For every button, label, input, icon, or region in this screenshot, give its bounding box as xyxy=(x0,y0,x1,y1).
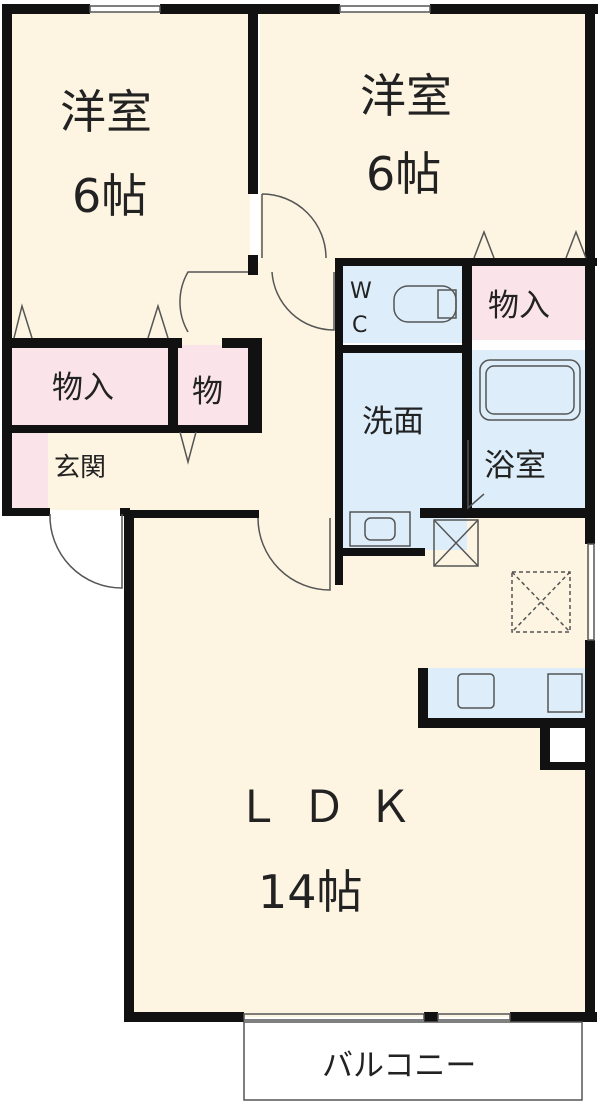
door-wc xyxy=(271,271,335,331)
door-west-left xyxy=(179,271,248,333)
entrance-label: 玄関 xyxy=(54,453,106,483)
balcony-outline xyxy=(243,1021,583,1101)
door-wash xyxy=(467,440,485,510)
window-top-left xyxy=(89,5,161,13)
bathroom-label: 浴室 xyxy=(484,448,546,484)
room-ldk-name: ＬＤＫ xyxy=(236,782,434,833)
washer-cross xyxy=(433,519,479,567)
room-west-left-name: 洋室 xyxy=(60,85,152,139)
toilet-label-c: C xyxy=(352,313,367,338)
window-right xyxy=(587,543,595,641)
window-bottom xyxy=(243,1013,425,1021)
room-west-left-size: 6帖 xyxy=(72,169,147,223)
toilet-label-w: W xyxy=(350,279,372,304)
fixtures xyxy=(243,285,583,1101)
closet-left-fill xyxy=(10,345,170,427)
closet-right-label: 物入 xyxy=(488,288,550,324)
closet-small-fill xyxy=(178,345,253,427)
kitchen-sink xyxy=(457,673,495,709)
cooktop-space xyxy=(511,571,571,633)
washer-space xyxy=(433,519,479,567)
windows xyxy=(89,5,595,1021)
bathtub-inner xyxy=(485,365,575,415)
toilet-fill xyxy=(342,265,464,343)
labels: 洋室 6帖 洋室 6帖 ＬＤＫ 14帖 洗面 浴室 W C 玄関 物入 物 物入… xyxy=(52,69,550,1084)
balcony-label: バルコニー xyxy=(322,1048,476,1084)
wash-basin xyxy=(349,511,411,547)
room-west-right-name: 洋室 xyxy=(360,69,452,123)
entrance-shoe-area xyxy=(10,430,48,510)
toilet-seat xyxy=(437,289,457,319)
fridge-space xyxy=(548,728,588,763)
hallway-upper xyxy=(255,262,335,352)
room-west-right-size: 6帖 xyxy=(366,147,441,201)
door-ldk xyxy=(257,517,331,591)
closet-left-label: 物入 xyxy=(52,370,114,406)
bathtub xyxy=(479,359,581,421)
window-bottom-2 xyxy=(437,1013,511,1021)
window-top-right xyxy=(339,5,431,13)
walls xyxy=(2,4,598,1022)
closet-marker-1 xyxy=(13,303,33,339)
kitchen-counter xyxy=(428,668,588,718)
closet-right-fill xyxy=(470,260,590,340)
washroom-label: 洗面 xyxy=(362,404,424,440)
closet-marker-4 xyxy=(565,229,587,259)
doors xyxy=(13,193,587,591)
stove xyxy=(547,673,583,713)
room-ldk-size: 14帖 xyxy=(258,865,363,919)
closet-small-label: 物 xyxy=(192,374,223,410)
closet-marker-3 xyxy=(473,229,495,259)
closet-marker-5 xyxy=(179,431,197,465)
room-fills xyxy=(10,12,590,1017)
door-entrance xyxy=(49,513,123,589)
entrance-floor xyxy=(48,430,130,510)
door-west-right xyxy=(261,193,327,259)
room-ldk xyxy=(130,512,590,1017)
wash-basin-bowl xyxy=(364,517,396,541)
room-western-right xyxy=(260,12,590,262)
closet-marker-2 xyxy=(147,303,169,339)
bathroom-fill xyxy=(470,350,590,510)
